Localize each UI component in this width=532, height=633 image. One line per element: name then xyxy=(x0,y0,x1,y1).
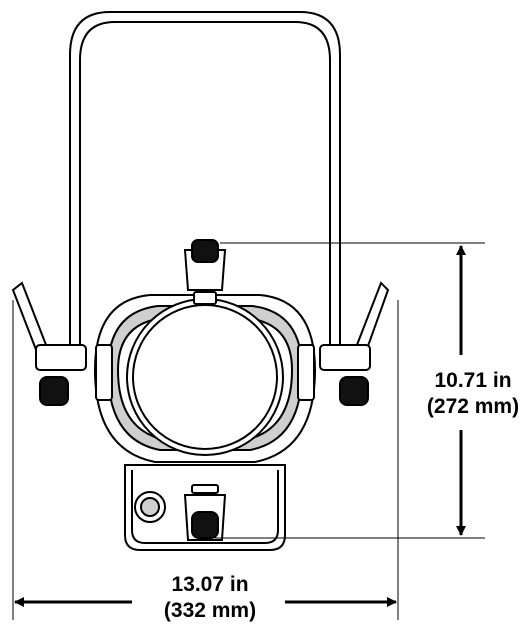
height-dimension xyxy=(215,242,485,539)
height-dimension-label: 10.71 in (272 mm) xyxy=(414,368,532,420)
yoke xyxy=(69,11,341,345)
right-locking-knob xyxy=(339,376,369,406)
height-metric: (272 mm) xyxy=(426,395,520,418)
width-value: 13.07 in xyxy=(171,573,249,596)
left-yoke-clamp xyxy=(11,281,87,406)
bottom-shutter-knob xyxy=(183,484,227,541)
left-locking-knob xyxy=(39,376,69,406)
lens-opening xyxy=(126,298,284,456)
top-shutter-knob xyxy=(183,239,227,305)
lens-housing xyxy=(93,294,317,463)
height-value: 10.71 in xyxy=(434,369,512,392)
right-yoke-clamp xyxy=(319,281,390,406)
width-dimension-label: 13.07 in (332 mm) xyxy=(140,572,280,624)
width-dimension xyxy=(12,300,399,620)
width-metric: (332 mm) xyxy=(163,599,257,622)
